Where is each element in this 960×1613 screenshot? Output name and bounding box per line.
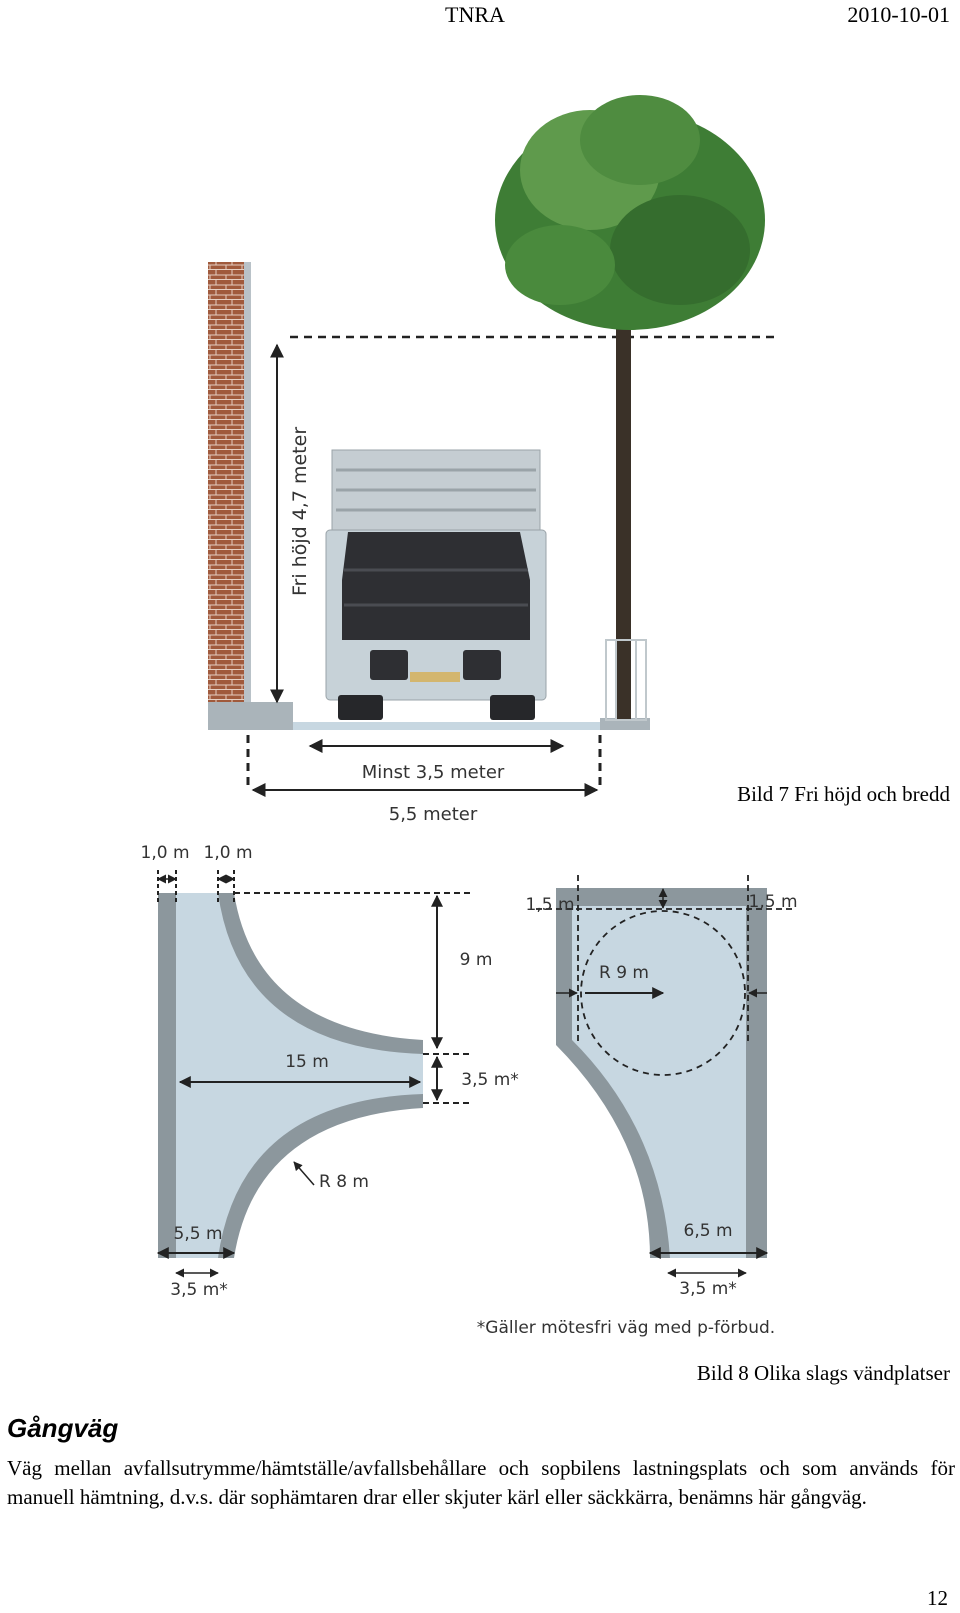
radius-label: R 8 m: [319, 1172, 369, 1192]
brick-wall: [208, 262, 244, 702]
side-right-label: 1,0 m: [204, 843, 253, 863]
edge-right-label: 1,5 m: [749, 892, 798, 912]
tree: [495, 95, 765, 721]
edge-left-label: 1,5 m: [526, 895, 575, 915]
bottom-inner2-label: 3,5 m*: [679, 1279, 737, 1299]
total-width-label: 5,5 meter: [389, 804, 478, 825]
circular-turning-area: [556, 888, 767, 1258]
clearance-illustration: Fri höjd 4,7 meter Minst 3,5 meter 5,5 m…: [208, 95, 775, 825]
road-surface: [293, 722, 600, 730]
bottom-outer-label: 5,5 m: [174, 1224, 223, 1244]
bottom-inner-label: 3,5 m*: [170, 1280, 228, 1300]
t-turning-area: [158, 893, 423, 1258]
min-width-label: Minst 3,5 meter: [362, 762, 505, 783]
section-body: Väg mellan avfallsutrymme/hämtställe/avf…: [7, 1456, 955, 1509]
curb-left: [208, 702, 293, 730]
drainpipe: [244, 262, 251, 702]
page-number: 12: [927, 1586, 948, 1610]
road-width-label: 3,5 m*: [461, 1070, 519, 1090]
side-left-label: 1,0 m: [141, 843, 190, 863]
width-label: 15 m: [285, 1052, 329, 1072]
garbage-truck: [325, 449, 547, 720]
header-title: TNRA: [445, 2, 505, 27]
bottom-outer2-label: 6,5 m: [684, 1221, 733, 1241]
turning-circle: [580, 910, 746, 1076]
circle-radius-label: R 9 m: [599, 963, 649, 983]
footnote: *Gäller mötesfri väg med p-förbud.: [477, 1318, 775, 1338]
section-heading: Gångväg: [7, 1413, 119, 1443]
height-label: Fri höjd 4,7 meter: [289, 427, 311, 596]
figure2-caption: Bild 8 Olika slags vändplatser: [696, 1361, 950, 1385]
depth-label: 9 m: [460, 950, 493, 970]
header-date: 2010-10-01: [847, 2, 950, 27]
figure1-caption: Bild 7 Fri höjd och bredd: [737, 782, 950, 806]
